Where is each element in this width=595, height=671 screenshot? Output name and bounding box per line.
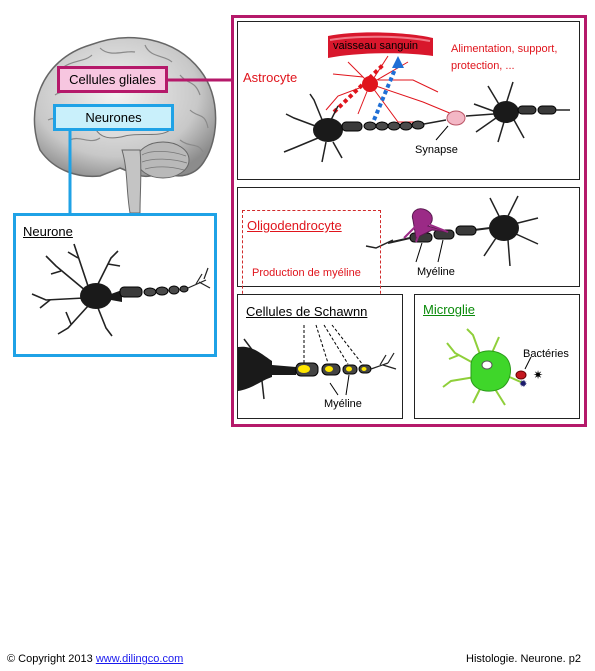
microglia-title: Microglie [423,302,476,317]
myelin-production-label: Production de myéline [252,267,361,279]
oligodendrocyte-title: Oligodendrocyte [247,218,342,233]
oligo-myelin-label: Myéline [417,266,455,278]
schwann-title: Cellules de Schawnn [246,304,368,319]
astrocyte-functions-line2: protection, ... [451,60,515,72]
astrocyte-drawing [283,32,570,163]
copyright-text: © Copyright 2013 [7,653,93,665]
schwann-panel: Cellules de Schawnn Myéline [237,294,403,419]
oligodendrocyte-panel: Oligodendrocyte Production de myéline My… [237,187,580,324]
footer-copyright: © Copyright 2013 www.dilingco.com [7,653,183,666]
microglia-drawing: ✷ ✹ [442,328,543,406]
website-link[interactable]: www.dilingco.com [95,653,184,665]
schwann-myelin-label: Myéline [324,398,362,410]
blood-vessel-label: vaisseau sanguin [333,40,419,52]
neurons-label: Neurones [53,104,174,131]
neuron-title: Neurone [23,224,73,239]
glial-cells-label: Cellules gliales [57,66,168,93]
neuron-drawing [31,243,211,337]
page-reference: Histologie. Neurone. p2 [466,653,581,665]
glial-cells-frame [231,15,587,427]
bacteria-label: Bactéries [523,348,569,360]
oligodendrocyte-drawing [365,195,539,267]
astrocyte-panel: Astrocyte vaisseau sanguin Alimentation,… [237,21,580,180]
schwann-drawing [238,324,397,400]
svg-text:✹: ✹ [519,379,527,390]
astrocyte-title: Astrocyte [243,70,298,85]
astrocyte-functions-line1: Alimentation, support, [451,43,558,55]
svg-text:✷: ✷ [533,368,543,382]
microglia-panel: ✷ ✹ Microglie Bactéries [414,294,580,419]
synapse-label: Synapse [415,144,458,156]
neuron-panel: Neurone [13,213,217,357]
